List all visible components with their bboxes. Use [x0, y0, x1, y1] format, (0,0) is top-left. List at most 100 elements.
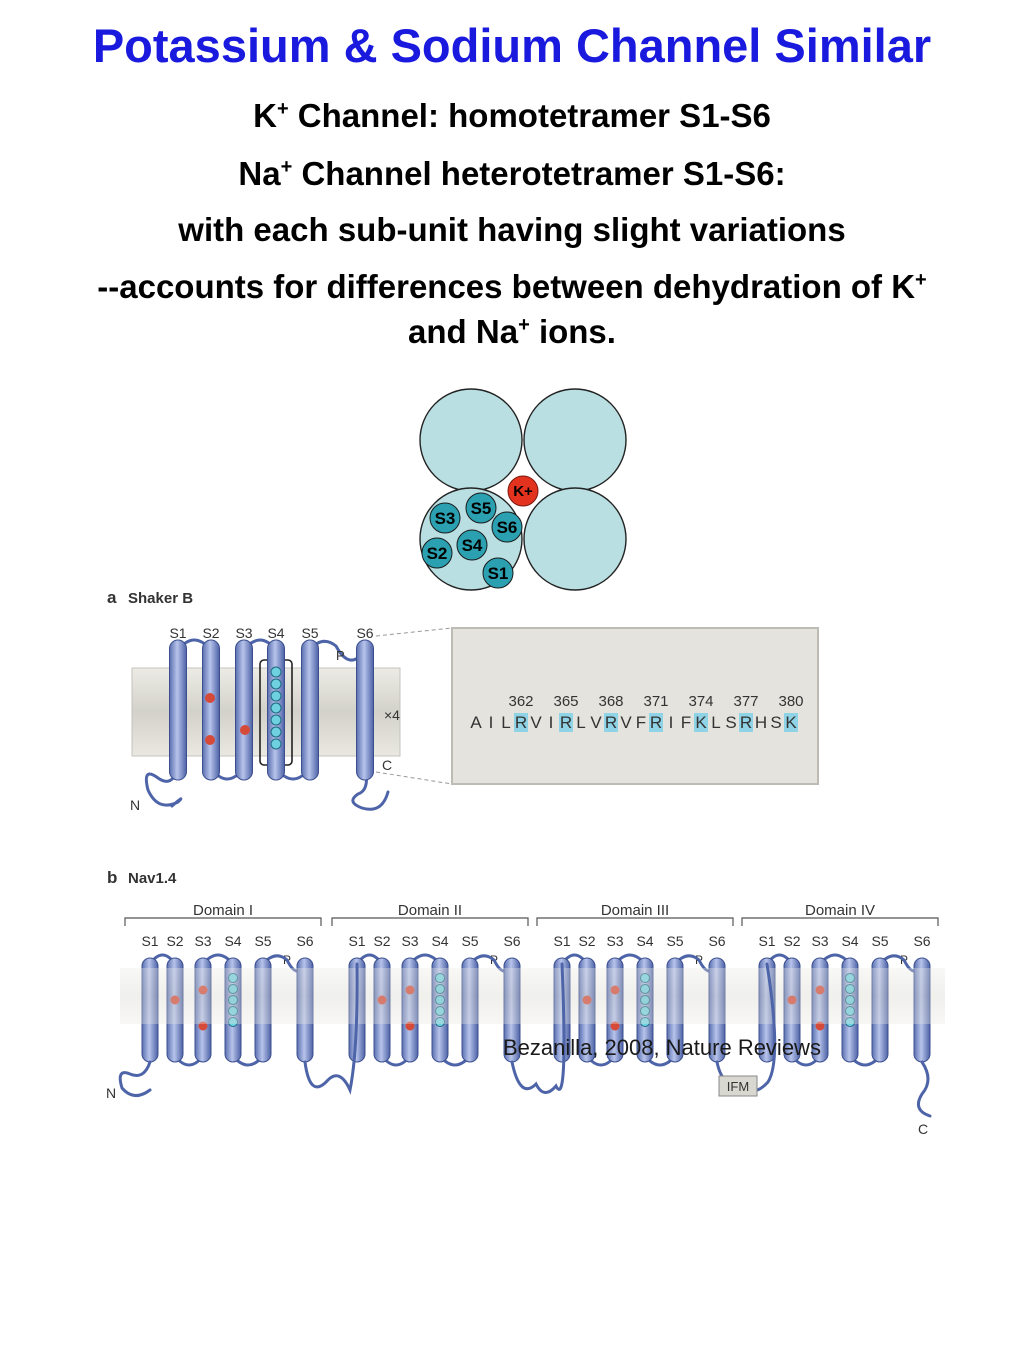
- segment-label-s6: S6: [497, 518, 518, 537]
- gating-charge-a-6: [270, 726, 282, 738]
- residue-9: V: [590, 713, 602, 732]
- and-na-text: and Na: [408, 313, 519, 350]
- charge-dot-a-3: [240, 725, 250, 735]
- plus-superscript: +: [276, 98, 289, 120]
- k-channel-text: Channel: homotetramer S1-S6: [297, 97, 771, 134]
- segment-label-s3: S3: [435, 509, 456, 528]
- residue-number-374: 374: [688, 693, 713, 710]
- segment-label-d4-s3: S3: [811, 933, 828, 949]
- plus-superscript: +: [915, 269, 927, 291]
- residue-5: V: [530, 713, 542, 732]
- helix-a-3: [235, 639, 253, 781]
- zoom-line-bottom: [375, 771, 453, 785]
- n-label-a: N: [130, 797, 140, 813]
- residue-highlight-13: [649, 713, 663, 732]
- pore-ion-circle: [507, 475, 539, 507]
- panel-b-letter: b: [107, 868, 117, 887]
- gating-charge-a-5: [270, 714, 282, 726]
- residue-21: S: [770, 713, 781, 732]
- residue-highlight-19: [739, 713, 753, 732]
- membrane-band-b: [120, 968, 945, 1024]
- residue-1: A: [470, 713, 482, 732]
- residue-12: F: [636, 713, 646, 732]
- subunit-circle-1: [419, 388, 523, 492]
- segment-label-d2-s6: S6: [503, 933, 520, 949]
- domain-label-1: Domain I: [193, 902, 253, 919]
- plus-superscript: +: [518, 314, 530, 336]
- segment-label-d2-s2: S2: [373, 933, 390, 949]
- segment-label-d4-s1: S1: [758, 933, 775, 949]
- linker-d1-d2: [303, 962, 359, 1095]
- segment-label-d3-s4: S4: [636, 933, 653, 949]
- gating-charge-a-1: [270, 666, 282, 678]
- domain-bracket-3: [536, 917, 734, 926]
- residue-2: I: [489, 713, 494, 732]
- gating-charge-a-2: [270, 678, 282, 690]
- ifm-label: IFM: [727, 1079, 749, 1094]
- zoom-line-top: [375, 627, 453, 637]
- plus-superscript: +: [280, 156, 293, 178]
- ions-text: ions.: [538, 313, 616, 350]
- accounts-text: --accounts for differences between dehyd…: [97, 268, 916, 305]
- gating-charge-a-4: [270, 702, 282, 714]
- segment-label-a-s4: S4: [267, 625, 284, 641]
- panel-a-title: Shaker B: [128, 590, 193, 607]
- residue-6: I: [549, 713, 554, 732]
- page-title: Potassium & Sodium Channel Similar: [92, 19, 932, 72]
- residue-19: R: [740, 713, 752, 732]
- p-label-a: P: [336, 648, 345, 663]
- sequence-panel: [451, 627, 819, 785]
- segment-label-d2-s3: S3: [401, 933, 418, 949]
- segment-label-d2-s5: S5: [461, 933, 478, 949]
- c-label-a: C: [382, 757, 392, 773]
- segment-circle-s6: [491, 511, 523, 543]
- segment-label-d4-s2: S2: [783, 933, 800, 949]
- residue-number-377: 377: [733, 693, 758, 710]
- helix-a-2: [202, 639, 220, 781]
- domain-bracket-2: [331, 917, 529, 926]
- segment-label-d4-s5: S5: [871, 933, 888, 949]
- segment-label-d4-s4: S4: [841, 933, 858, 949]
- domain-label-4: Domain IV: [805, 902, 875, 919]
- multiplier-label: ×4: [384, 707, 400, 723]
- segment-label-d3-s5: S5: [666, 933, 683, 949]
- na-ion-label: Na: [238, 155, 281, 192]
- residue-15: F: [681, 713, 691, 732]
- pore-ion-label: K+: [513, 483, 533, 500]
- residue-11: V: [620, 713, 632, 732]
- residue-highlight-10: [604, 713, 618, 732]
- domain-bracket-1: [124, 917, 322, 926]
- k-ion-label: K: [253, 97, 277, 134]
- and-na-line: and Na+ ions.: [0, 313, 1024, 351]
- segment-label-d1-s5: S5: [254, 933, 271, 949]
- panel-b-title: Nav1.4: [128, 870, 177, 887]
- subunit-circle-4: [523, 487, 627, 591]
- domain-label-2: Domain II: [398, 902, 462, 919]
- residue-number-371: 371: [643, 693, 668, 710]
- residue-number-365: 365: [553, 693, 578, 710]
- c-terminus-b: [916, 1060, 932, 1118]
- segment-circle-s4: [456, 529, 488, 561]
- segment-label-a-s1: S1: [169, 625, 186, 641]
- segment-circle-s3: [429, 502, 461, 534]
- k-channel-line: K+ Channel: homotetramer S1-S6: [0, 97, 1024, 135]
- segment-label-d1-s3: S3: [194, 933, 211, 949]
- segment-label-d3-s6: S6: [708, 933, 725, 949]
- gating-charge-a-7: [270, 738, 282, 750]
- domain-bracket-4: [741, 917, 939, 926]
- citation: Bezanilla, 2008, Nature Reviews: [503, 1035, 821, 1060]
- n-label-b: N: [106, 1085, 116, 1101]
- residue-10: R: [605, 713, 617, 732]
- na-channel-line: Na+ Channel heterotetramer S1-S6:: [0, 155, 1024, 193]
- segment-circle-s5: [465, 492, 497, 524]
- helix-a-5: [301, 639, 319, 781]
- charge-dot-a-2: [205, 735, 215, 745]
- segment-label-d4-s6: S6: [913, 933, 930, 949]
- segment-circle-s2: [421, 537, 453, 569]
- ifm-box: [718, 1075, 758, 1097]
- segment-label-d3-s1: S1: [553, 933, 570, 949]
- linker-d2-d3: [510, 962, 566, 1094]
- accounts-line: --accounts for differences between dehyd…: [0, 268, 1024, 306]
- residue-13: R: [650, 713, 662, 732]
